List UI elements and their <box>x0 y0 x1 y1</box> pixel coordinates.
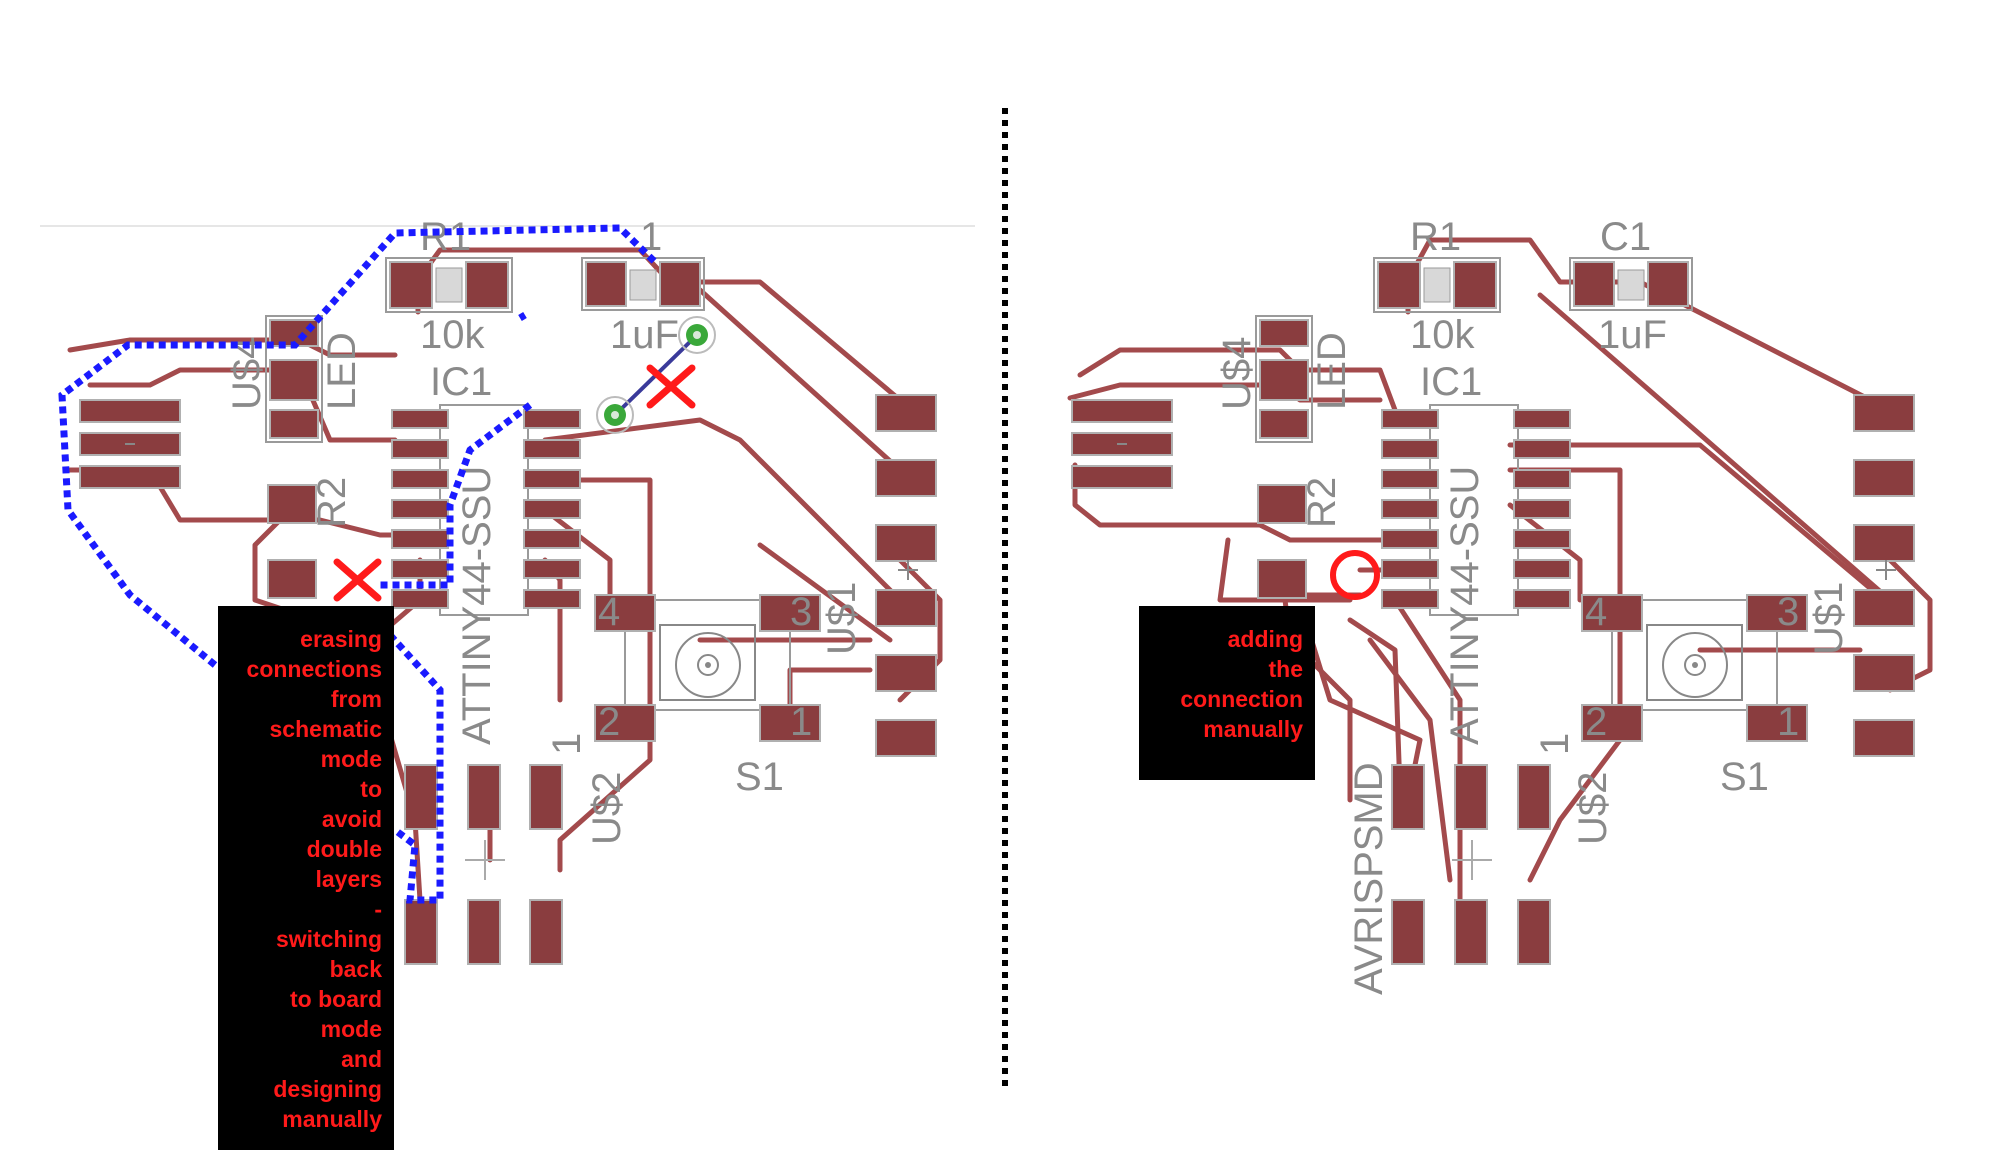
right-label-c1-value: 1uF <box>1598 313 1667 357</box>
right-annotation-box: adding the connection manually <box>1139 606 1315 780</box>
right-label-u1: U$1 <box>1807 582 1851 655</box>
left-ic-pad <box>391 559 449 579</box>
right-r2-pads <box>1257 484 1307 599</box>
right-label-r1-value: 10k <box>1410 313 1475 357</box>
right-ic-pad <box>1513 589 1571 609</box>
right-c1-pads <box>1569 257 1693 311</box>
left-annotation-text: erasing connections from schematic mode … <box>246 626 382 1132</box>
right-ic-pad <box>1513 469 1571 489</box>
left-u1-pads <box>875 394 937 757</box>
right-board: R1 C1 10k 1uF IC1 ATTINY44-SSU U$4 LED R… <box>1067 215 1933 995</box>
right-r1-pads <box>1373 257 1501 313</box>
left-ic-pad <box>523 589 581 609</box>
left-bottom-pads <box>404 764 563 965</box>
right-ic-pad <box>1381 589 1439 609</box>
right-label-s1: S1 <box>1720 755 1769 799</box>
left-erase-mark-1 <box>646 364 696 409</box>
left-label-ic1: IC1 <box>430 360 492 404</box>
right-label-sw4: 4 <box>1585 590 1607 634</box>
right-ic-pad <box>1381 439 1439 459</box>
left-r2-pads <box>267 484 317 599</box>
left-ic1 <box>391 404 581 616</box>
right-label-sw3: 3 <box>1777 590 1799 634</box>
right-ic1 <box>1381 404 1571 616</box>
right-label-led: LED <box>1310 332 1354 410</box>
right-label-sw1: 1 <box>1777 700 1799 744</box>
left-annotation-box: erasing connections from schematic mode … <box>218 606 394 1150</box>
left-label-sw1: 1 <box>790 700 812 744</box>
left-label-pin1: 1 <box>545 733 589 755</box>
left-conn-pads <box>79 399 181 489</box>
right-label-r1: R1 <box>1410 215 1461 259</box>
right-bottom-pads <box>1391 764 1551 965</box>
left-erased-selection-outline <box>58 224 658 904</box>
left-ic-pad <box>523 469 581 489</box>
left-label-chip: ATTINY44-SSU <box>455 466 499 745</box>
right-ic-pad <box>1381 499 1439 519</box>
left-s1-switch <box>594 594 821 742</box>
right-label-c1: C1 <box>1600 215 1651 259</box>
right-ic-pad <box>1381 559 1439 579</box>
left-label-sw3: 3 <box>790 590 812 634</box>
left-label-r2: R2 <box>310 477 354 528</box>
left-ic-pad <box>523 559 581 579</box>
left-label-led: LED <box>320 332 364 410</box>
left-r1-pads <box>385 257 513 313</box>
right-ic-pad <box>1381 409 1439 429</box>
left-ic-pad <box>523 409 581 429</box>
left-label-s1: S1 <box>735 755 784 799</box>
right-ic-pad <box>1381 529 1439 549</box>
right-u1-pads <box>1853 394 1915 757</box>
left-label-u1: U$1 <box>820 582 864 655</box>
left-label-u2: U$2 <box>585 772 629 845</box>
right-led-pads <box>1255 315 1313 443</box>
left-erase-mark-2 <box>333 558 382 602</box>
right-label-u2: U$2 <box>1571 772 1615 845</box>
right-label-avrispsmd: AVRISPSMD <box>1347 762 1391 995</box>
right-label-chip: ATTINY44-SSU <box>1443 466 1487 745</box>
left-ic-pad <box>391 409 449 429</box>
left-led-pads <box>265 315 323 443</box>
right-ic-pad <box>1513 439 1571 459</box>
left-c1-pads <box>581 257 705 311</box>
left-ic-pad <box>391 439 449 459</box>
left-label-r1: R1 <box>420 215 471 259</box>
left-ic-pad <box>391 589 449 609</box>
right-label-pin1: 1 <box>1533 733 1577 755</box>
left-label-r1-value: 10k <box>420 313 485 357</box>
right-ic-pad <box>1513 559 1571 579</box>
left-label-sw4: 4 <box>598 590 620 634</box>
right-ic-pad <box>1513 499 1571 519</box>
right-ic-pad <box>1513 409 1571 429</box>
left-ic-pad <box>523 529 581 549</box>
right-label-ic1: IC1 <box>1420 360 1482 404</box>
left-ic-pad <box>391 529 449 549</box>
left-label-u4: U$4 <box>225 337 269 410</box>
right-label-r2: R2 <box>1300 477 1344 528</box>
right-traces <box>1067 237 1933 903</box>
left-ic-pad <box>391 499 449 519</box>
right-ic-pad <box>1381 469 1439 489</box>
right-annotation-text: adding the connection manually <box>1180 626 1303 742</box>
left-ic-pad <box>391 469 449 489</box>
right-conn-pads <box>1071 399 1173 489</box>
left-label-c1-value: 1uF <box>610 313 679 357</box>
right-ic-pad <box>1513 529 1571 549</box>
left-ic-pad <box>523 439 581 459</box>
right-label-sw2: 2 <box>1585 700 1607 744</box>
left-unrouted-connection <box>596 316 716 434</box>
right-label-u4: U$4 <box>1215 337 1259 410</box>
right-s1-switch <box>1581 594 1808 742</box>
left-board: R1 1 10k 1uF IC1 ATTINY44-SSU U$4 LED R2… <box>58 215 943 965</box>
left-ic-pad <box>523 499 581 519</box>
right-added-connection-mark <box>1330 550 1380 600</box>
left-label-sw2: 2 <box>598 700 620 744</box>
